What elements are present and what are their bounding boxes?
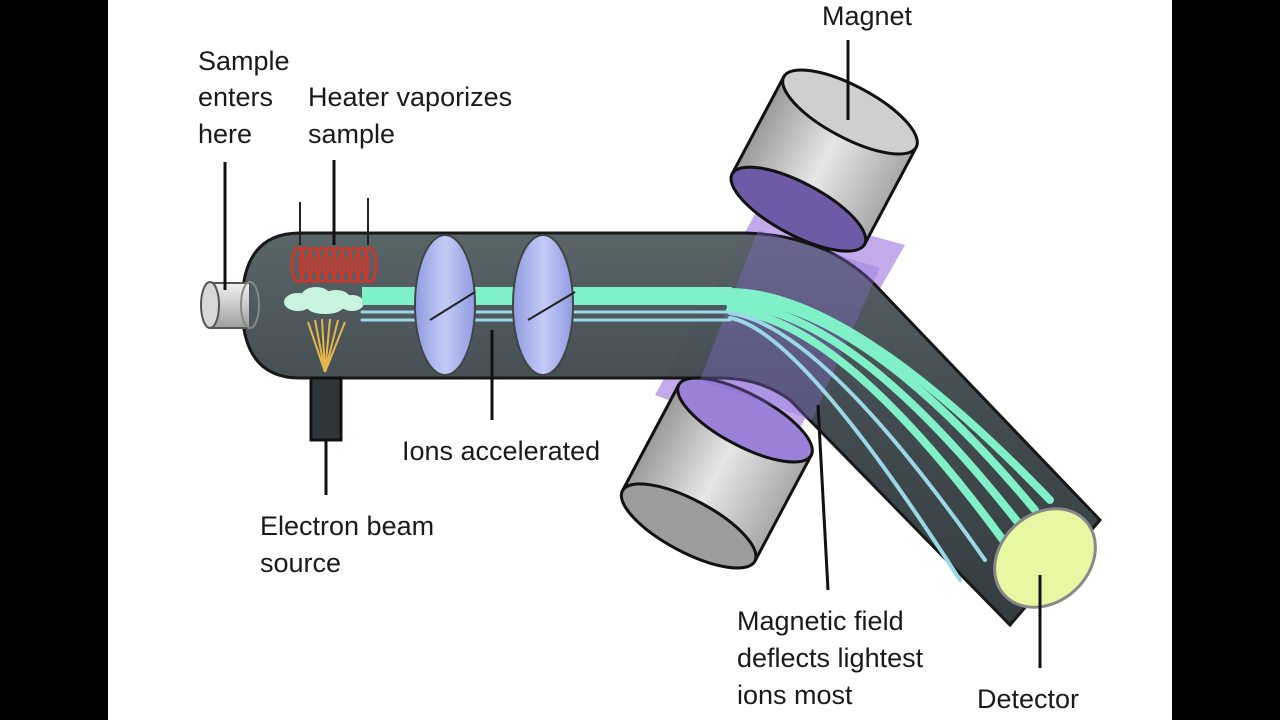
label-magnetic-field: Magnetic field deflects lightest ions mo… [737,606,931,710]
electron-rays [307,318,346,373]
accelerator-plate-1 [414,234,476,376]
top-magnet [729,68,919,253]
electron-beam-source [309,376,343,442]
label-electron-beam: Electron beam source [260,511,442,578]
vapor-cloud [284,287,364,314]
label-sample-enters: Sample enters here [198,46,297,149]
detector-plate [993,507,1097,609]
accelerator-plate-2 [512,234,576,376]
sample-inlet [200,281,260,329]
label-heater: Heater vaporizes sample [308,82,520,149]
bottom-magnet [619,376,814,570]
heater-coil [290,198,378,284]
label-ions-accelerated: Ions accelerated [402,436,600,466]
label-detector: Detector [977,684,1079,714]
leader-lines [223,40,1042,668]
label-magnet: Magnet [822,1,913,31]
